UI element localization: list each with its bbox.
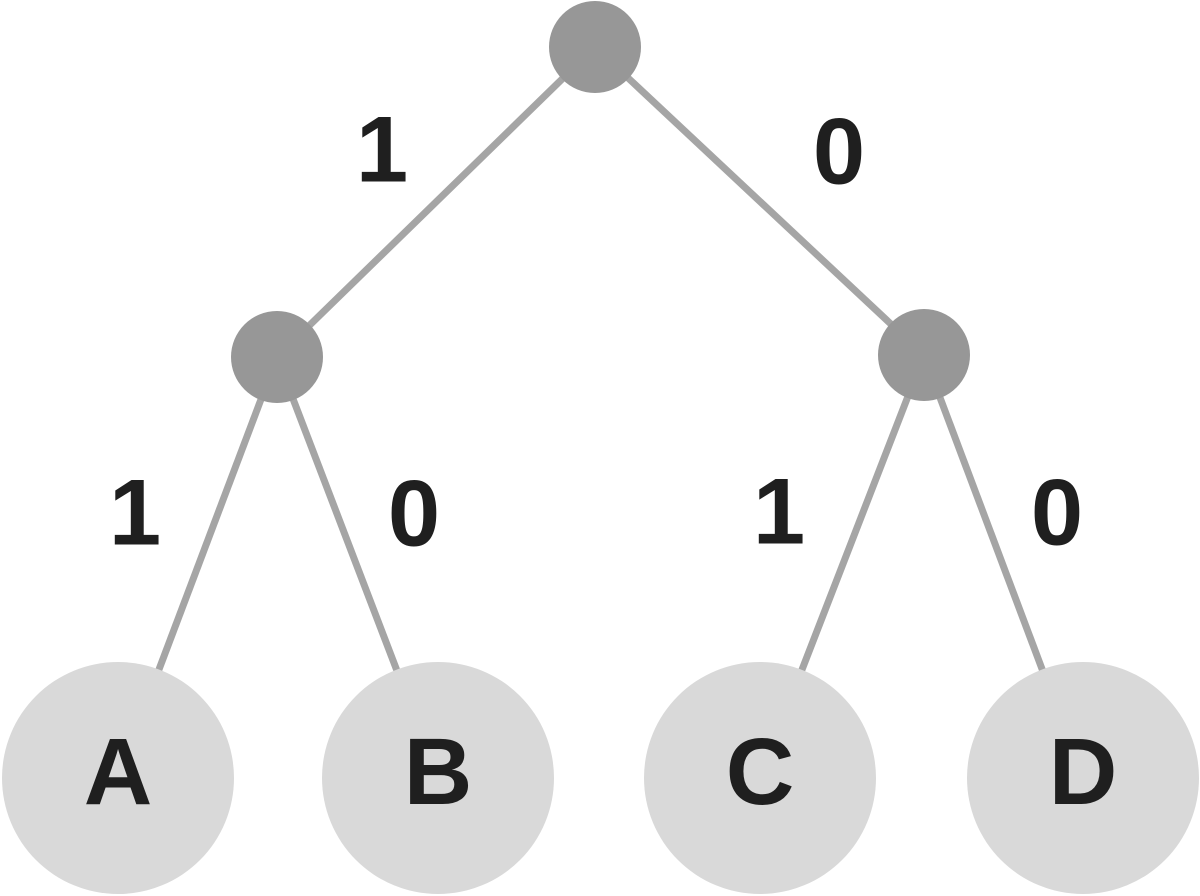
edge-label-right-c: 1 <box>753 459 805 564</box>
edge-label-left-b: 0 <box>388 461 440 566</box>
edge-label-left-a: 1 <box>109 460 161 565</box>
edge-label-root-right: 0 <box>813 99 865 204</box>
leaf-label-a: A <box>84 719 153 825</box>
root-node <box>549 1 641 93</box>
leaf-node-c <box>644 662 876 894</box>
edge-root-to-internal-right <box>592 44 927 358</box>
internal-node-right <box>878 309 970 401</box>
leaf-node-a <box>2 662 234 894</box>
edge-label-root-left: 1 <box>356 97 408 202</box>
leaf-node-d <box>967 662 1199 894</box>
internal-node-left <box>231 311 323 403</box>
edge-root-to-internal-left <box>274 44 598 360</box>
leaf-node-b <box>322 662 554 894</box>
edge-label-right-d: 0 <box>1031 460 1083 565</box>
leaf-label-c: C <box>726 719 795 825</box>
leaf-label-d: D <box>1049 719 1118 825</box>
leaf-label-b: B <box>404 719 473 825</box>
